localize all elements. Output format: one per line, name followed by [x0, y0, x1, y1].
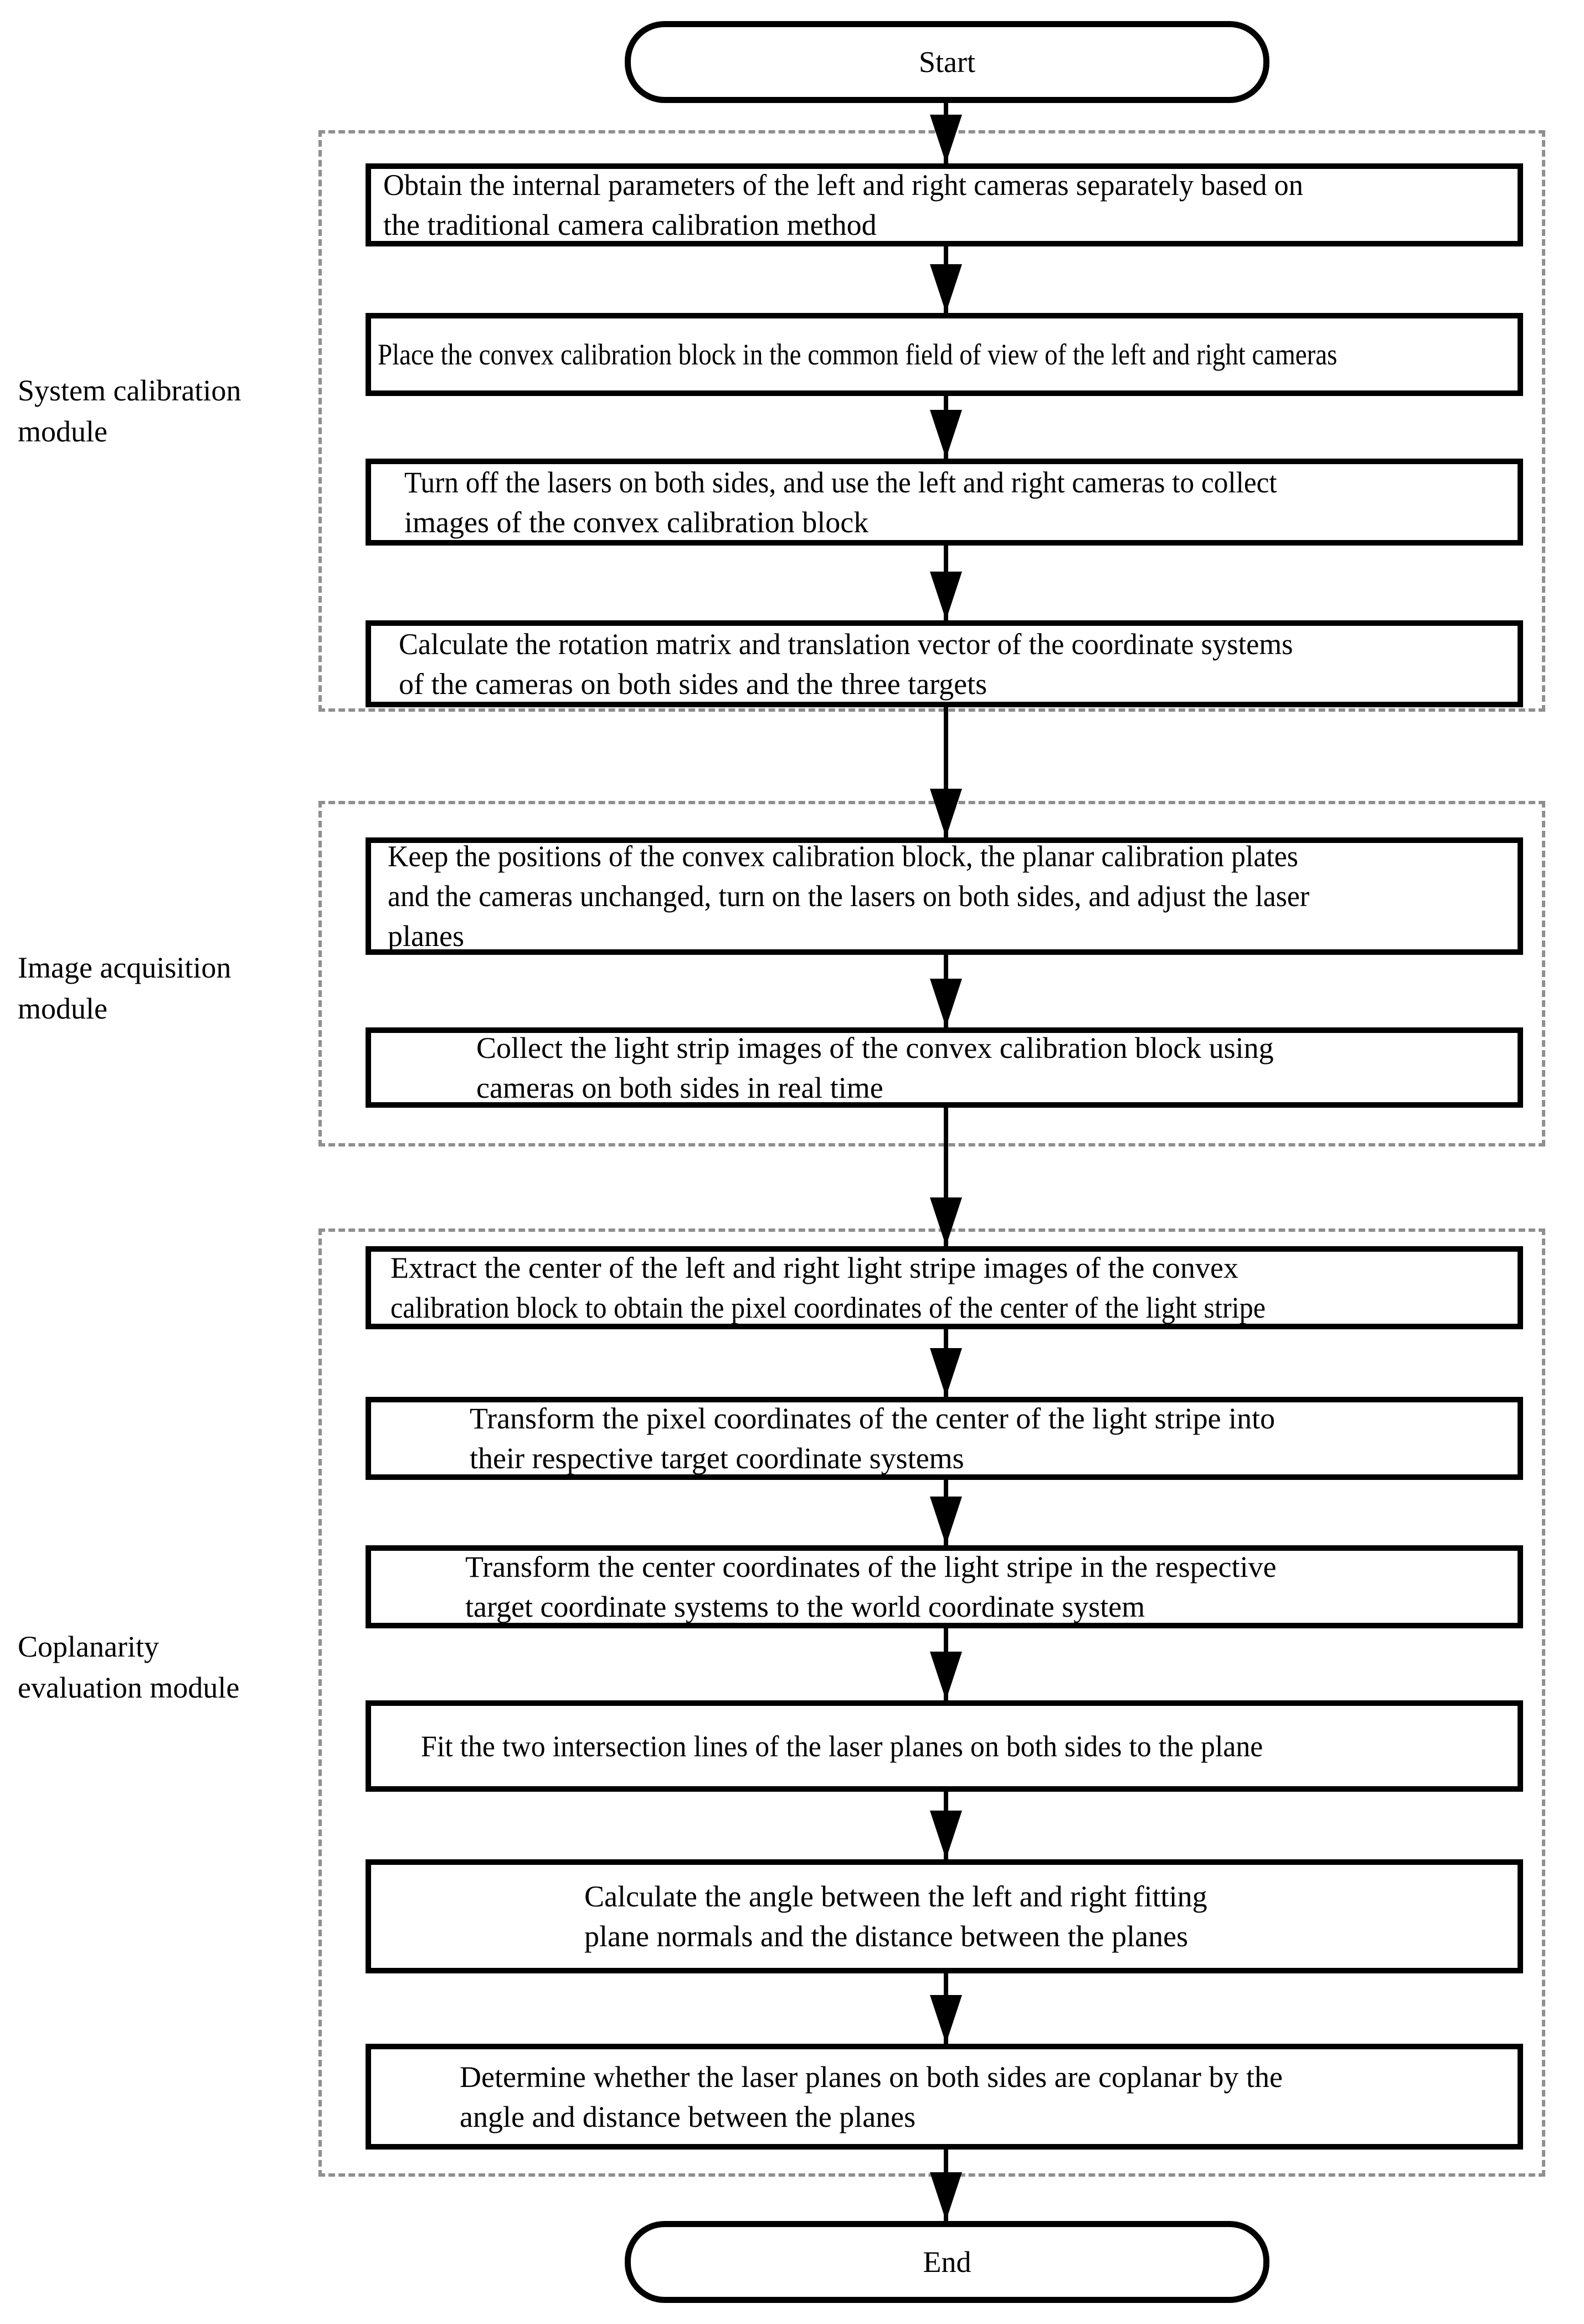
arrowhead-icon: [930, 1197, 962, 1246]
process-box-keep-positions-turn-on-lasers: Keep the positions of the convex calibra…: [366, 837, 1523, 955]
arrowhead-icon: [930, 264, 962, 313]
flow-arrow: [930, 1108, 962, 1246]
box-line: planes: [388, 919, 464, 953]
process-box-collect-light-strip-images: Collect the light strip images of the co…: [366, 1027, 1523, 1108]
module-label-image-acquisition: Image acquisition module: [18, 947, 231, 1029]
flow-arrow: [930, 1792, 962, 1859]
arrowhead-icon: [930, 979, 962, 1027]
module-label-coplanarity-evaluation: Coplanarity evaluation module: [18, 1626, 239, 1708]
arrowhead-icon: [930, 1497, 962, 1545]
box-line: angle and distance between the planes: [460, 2100, 916, 2133]
box-line: their respective target coordinate syste…: [470, 1442, 964, 1475]
flow-arrow: [930, 1480, 962, 1545]
box-line: Calculate the angle between the left and…: [584, 1880, 1207, 1913]
flow-arrow: [930, 955, 962, 1027]
end-node: End: [625, 2221, 1269, 2303]
box-line: cameras on both sides in real time: [476, 1071, 883, 1104]
process-box-determine-coplanarity: Determine whether the laser planes on bo…: [366, 2044, 1523, 2150]
box-line: plane normals and the distance between t…: [584, 1920, 1189, 1953]
box-line: and the cameras unchanged, turn on the l…: [388, 880, 1310, 913]
process-box-transform-pixel-to-target: Transform the pixel coordinates of the c…: [366, 1397, 1523, 1480]
arrowhead-icon: [930, 1348, 962, 1397]
module-label-line: evaluation module: [18, 1671, 240, 1704]
box-line: Extract the center of the left and right…: [390, 1251, 1238, 1284]
flow-arrow: [930, 707, 962, 837]
box-line: Keep the positions of the convex calibra…: [388, 840, 1298, 873]
process-box-place-calibration-block: Place the convex calibration block in th…: [366, 313, 1523, 396]
flow-arrow: [930, 246, 962, 313]
box-line: Collect the light strip images of the co…: [476, 1031, 1274, 1065]
process-box-extract-stripe-center: Extract the center of the left and right…: [366, 1246, 1523, 1329]
flow-arrow: [930, 1329, 962, 1397]
module-label-line: module: [18, 992, 107, 1025]
box-line: Determine whether the laser planes on bo…: [460, 2060, 1283, 2094]
process-box-calculate-rotation-translation: Calculate the rotation matrix and transl…: [366, 620, 1523, 707]
box-line: Place the convex calibration block in th…: [378, 338, 1338, 371]
arrowhead-icon: [930, 410, 962, 459]
end-label: End: [923, 2245, 971, 2279]
start-label: Start: [919, 45, 975, 79]
module-label-line: Image acquisition: [18, 951, 232, 984]
box-line: images of the convex calibration block: [404, 505, 869, 539]
box-line: target coordinate systems to the world c…: [465, 1590, 1145, 1623]
process-box-obtain-internal-parameters: Obtain the internal parameters of the le…: [366, 163, 1523, 246]
module-label-line: Coplanarity: [18, 1630, 159, 1663]
start-node: Start: [625, 21, 1269, 103]
module-label-line: module: [18, 415, 107, 448]
box-line: Obtain the internal parameters of the le…: [383, 168, 1303, 202]
box-line: calibration block to obtain the pixel co…: [390, 1291, 1266, 1324]
box-line: Transform the center coordinates of the …: [465, 1550, 1277, 1583]
module-label-system-calibration: System calibration module: [18, 370, 241, 452]
module-label-line: System calibration: [18, 374, 241, 407]
box-line: the traditional camera calibration metho…: [383, 208, 877, 241]
arrowhead-icon: [930, 789, 962, 837]
arrowhead-icon: [930, 572, 962, 620]
arrowhead-icon: [930, 1811, 962, 1859]
box-line: Turn off the lasers on both sides, and u…: [404, 465, 1277, 499]
flow-arrow: [930, 1628, 962, 1700]
arrowhead-icon: [930, 1652, 962, 1700]
arrowhead-icon: [930, 115, 962, 163]
box-line: of the cameras on both sides and the thr…: [399, 667, 988, 701]
process-box-turn-off-lasers: Turn off the lasers on both sides, and u…: [366, 459, 1523, 546]
flow-arrow: [930, 1973, 962, 2044]
box-line: Calculate the rotation matrix and transl…: [399, 627, 1293, 661]
box-line: Fit the two intersection lines of the la…: [421, 1729, 1263, 1763]
box-line: Transform the pixel coordinates of the c…: [470, 1402, 1276, 1435]
flow-arrow: [930, 2150, 962, 2221]
flow-arrow: [930, 103, 962, 163]
arrowhead-icon: [930, 2172, 962, 2221]
process-box-calculate-angle-distance: Calculate the angle between the left and…: [366, 1859, 1523, 1973]
flow-arrow: [930, 396, 962, 459]
process-box-fit-intersection-lines: Fit the two intersection lines of the la…: [366, 1700, 1523, 1792]
process-box-transform-target-to-world: Transform the center coordinates of the …: [366, 1545, 1523, 1628]
arrowhead-icon: [930, 1995, 962, 2044]
flow-arrow: [930, 546, 962, 620]
